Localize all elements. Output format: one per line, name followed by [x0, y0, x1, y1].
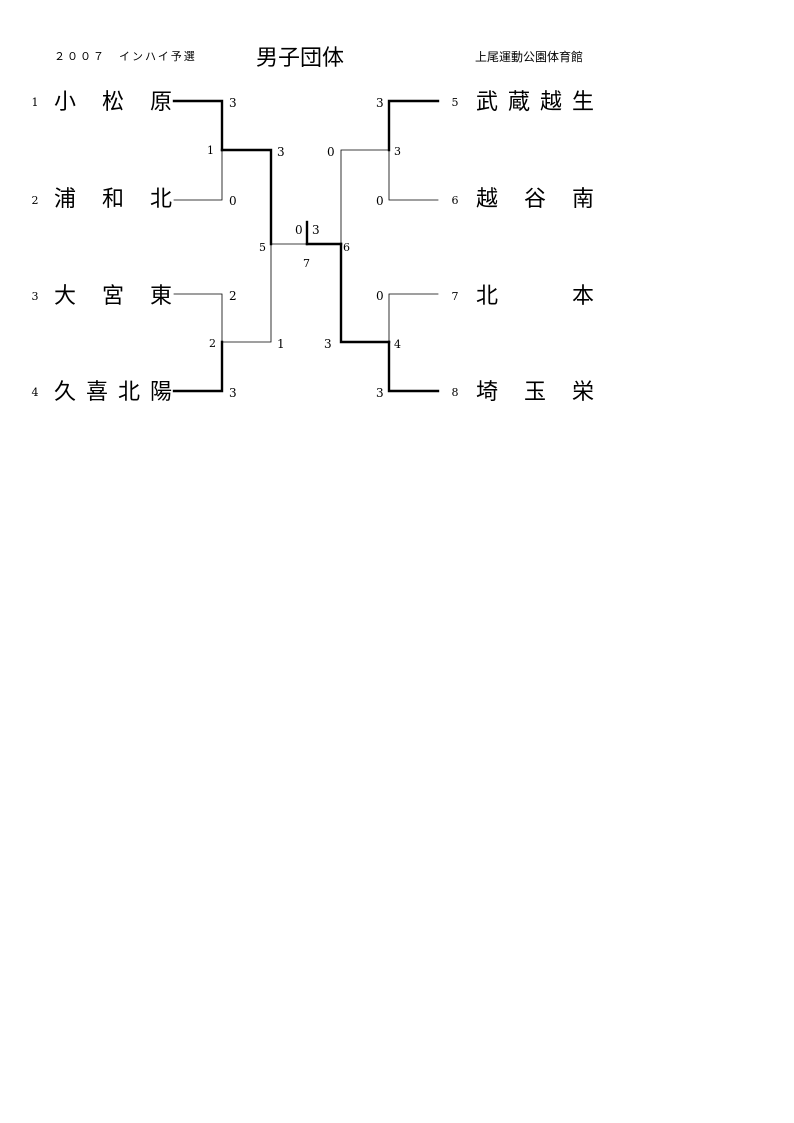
header-event: ２００７ インハイ予選 — [54, 50, 197, 63]
team-name-char: 生 — [571, 90, 594, 115]
team-name-char: 越 — [539, 90, 562, 115]
team-name-char: 喜 — [85, 380, 108, 405]
team-name-char: 東 — [149, 284, 172, 309]
team-name-char: 谷 — [523, 187, 546, 212]
team-name-char: 宮 — [101, 284, 124, 309]
score: 3 — [376, 386, 384, 400]
seed-number: 7 — [451, 290, 459, 303]
score: 3 — [277, 145, 285, 159]
team-name-char: 南 — [571, 187, 594, 212]
seed-number: 4 — [31, 386, 39, 399]
score: 0 — [327, 145, 335, 159]
team-name-char: 玉 — [523, 380, 546, 405]
match-number: 7 — [303, 257, 310, 270]
team-name-char: 蔵 — [507, 90, 530, 115]
bracket-line — [220, 148, 273, 246]
match-number: 2 — [209, 337, 216, 350]
team-name-char: 栄 — [571, 380, 594, 405]
team-name-char: 北 — [149, 187, 172, 212]
team-name-char: 松 — [101, 90, 124, 115]
team-name: 大宮東 — [54, 284, 172, 310]
seed-number: 5 — [451, 96, 459, 109]
team-name-char: 北 — [476, 284, 499, 309]
bracket-line — [221, 243, 272, 343]
seed-number: 6 — [451, 194, 459, 207]
team-name: 北 本 — [476, 284, 594, 310]
team-name-char: 陽 — [149, 380, 172, 405]
match-number: 1 — [207, 144, 214, 157]
team-name: 浦和北 — [54, 187, 172, 213]
seed-number: 3 — [31, 290, 39, 303]
score: 2 — [229, 289, 237, 303]
team-name-char: 原 — [149, 90, 172, 115]
team-name-char: 武 — [476, 90, 499, 115]
bracket-line — [340, 149, 390, 245]
team-name-char: 本 — [571, 284, 594, 309]
bracket-line — [387, 99, 440, 152]
score: 0 — [295, 223, 303, 237]
team-name: 越谷南 — [476, 187, 594, 213]
team-name-char: 大 — [54, 284, 77, 309]
team-name: 久喜北陽 — [54, 380, 172, 406]
score: 3 — [312, 223, 320, 237]
bracket-line — [388, 293, 439, 343]
bracket-line — [339, 242, 391, 344]
match-number: 5 — [259, 241, 266, 254]
page-title: 男子団体 — [256, 46, 345, 71]
team-name: 武蔵越生 — [476, 90, 594, 116]
bracket-line — [172, 340, 224, 393]
bracket-line — [388, 149, 439, 201]
score: 3 — [324, 337, 332, 351]
score: 1 — [277, 337, 285, 351]
bracket-line — [172, 99, 224, 152]
bracket-line — [173, 293, 223, 343]
bracket-line — [173, 149, 223, 201]
score: 3 — [376, 96, 384, 110]
match-number: 4 — [394, 338, 401, 351]
seed-number: 1 — [31, 96, 39, 109]
score: 0 — [376, 289, 384, 303]
score: 0 — [376, 194, 384, 208]
seed-number: 2 — [31, 194, 39, 207]
team-name-char: 埼 — [476, 380, 499, 405]
bracket-line — [387, 340, 440, 393]
seed-number: 8 — [451, 386, 459, 399]
score: 3 — [229, 386, 237, 400]
team-name-char: 小 — [54, 90, 77, 115]
team-name-char: 越 — [476, 187, 499, 212]
score: 0 — [229, 194, 237, 208]
team-name-char: 久 — [54, 380, 77, 405]
team-name: 小松原 — [54, 90, 172, 116]
score: 3 — [229, 96, 237, 110]
match-number: 3 — [394, 145, 401, 158]
header-venue: 上尾運動公園体育館 — [475, 50, 584, 64]
team-name-char: 和 — [101, 187, 124, 212]
team-name: 埼玉栄 — [476, 380, 594, 406]
match-number: 6 — [343, 241, 350, 254]
team-name-char: 浦 — [54, 187, 77, 212]
team-name-char: 北 — [117, 380, 140, 405]
